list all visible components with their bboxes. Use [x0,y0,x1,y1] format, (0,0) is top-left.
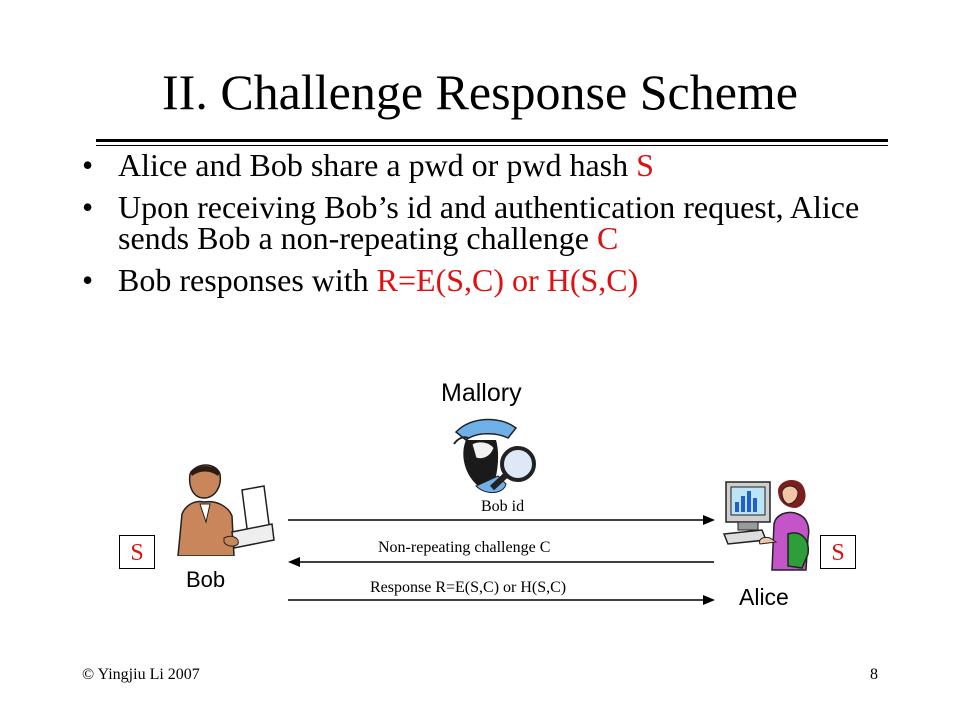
bullet-text: Bob responses with [118,262,377,298]
bullet-marker: • [82,262,94,298]
challenge-arrowhead [288,557,300,567]
bullet-challenge: • Upon receiving Bob’s id and authentica… [82,189,862,256]
footer-copyright: © Yingjiu Li 2007 [82,666,200,683]
bullet-marker: • [82,147,94,183]
bob-secret-box: S [119,535,155,569]
bullet-response: • Bob responses with R=E(S,C) or H(S,C) [82,262,862,298]
title-divider-thin [96,145,888,146]
bullet-marker: • [82,189,94,225]
response-message: Response R=E(S,C) or H(S,C) [370,579,567,596]
slide-title: II. Challenge Response Scheme [162,64,798,120]
response-arrowhead [703,595,715,605]
challenge-message: Non-repeating challenge C [378,539,551,556]
message-arrows [288,515,715,605]
bullet-text: Upon receiving Bob’s id and authenticati… [118,189,860,256]
bullet-highlight: S [636,147,654,183]
woman-at-computer-icon [722,479,810,571]
bob-id-message: Bob id [481,498,525,515]
bullet-highlight: R=E(S,C) or H(S,C) [376,262,639,298]
businessman-at-desk-icon [177,464,275,556]
alice-label: Alice [739,584,789,610]
bullet-highlight: C [596,220,619,256]
page-number: 8 [870,666,878,683]
bullet-shared-secret: • Alice and Bob share a pwd or pwd hash … [82,147,862,183]
detective-with-magnifier-icon [453,418,536,493]
alice-secret-box: S [820,535,856,569]
title-divider-thick [96,139,888,142]
bob-label: Bob [186,567,226,592]
bullet-list: • Alice and Bob share a pwd or pwd hash … [82,147,862,307]
bullet-text: Alice and Bob share a pwd or pwd hash [118,147,637,183]
mallory-label: Mallory [441,379,522,407]
bob-id-arrowhead [703,515,715,525]
